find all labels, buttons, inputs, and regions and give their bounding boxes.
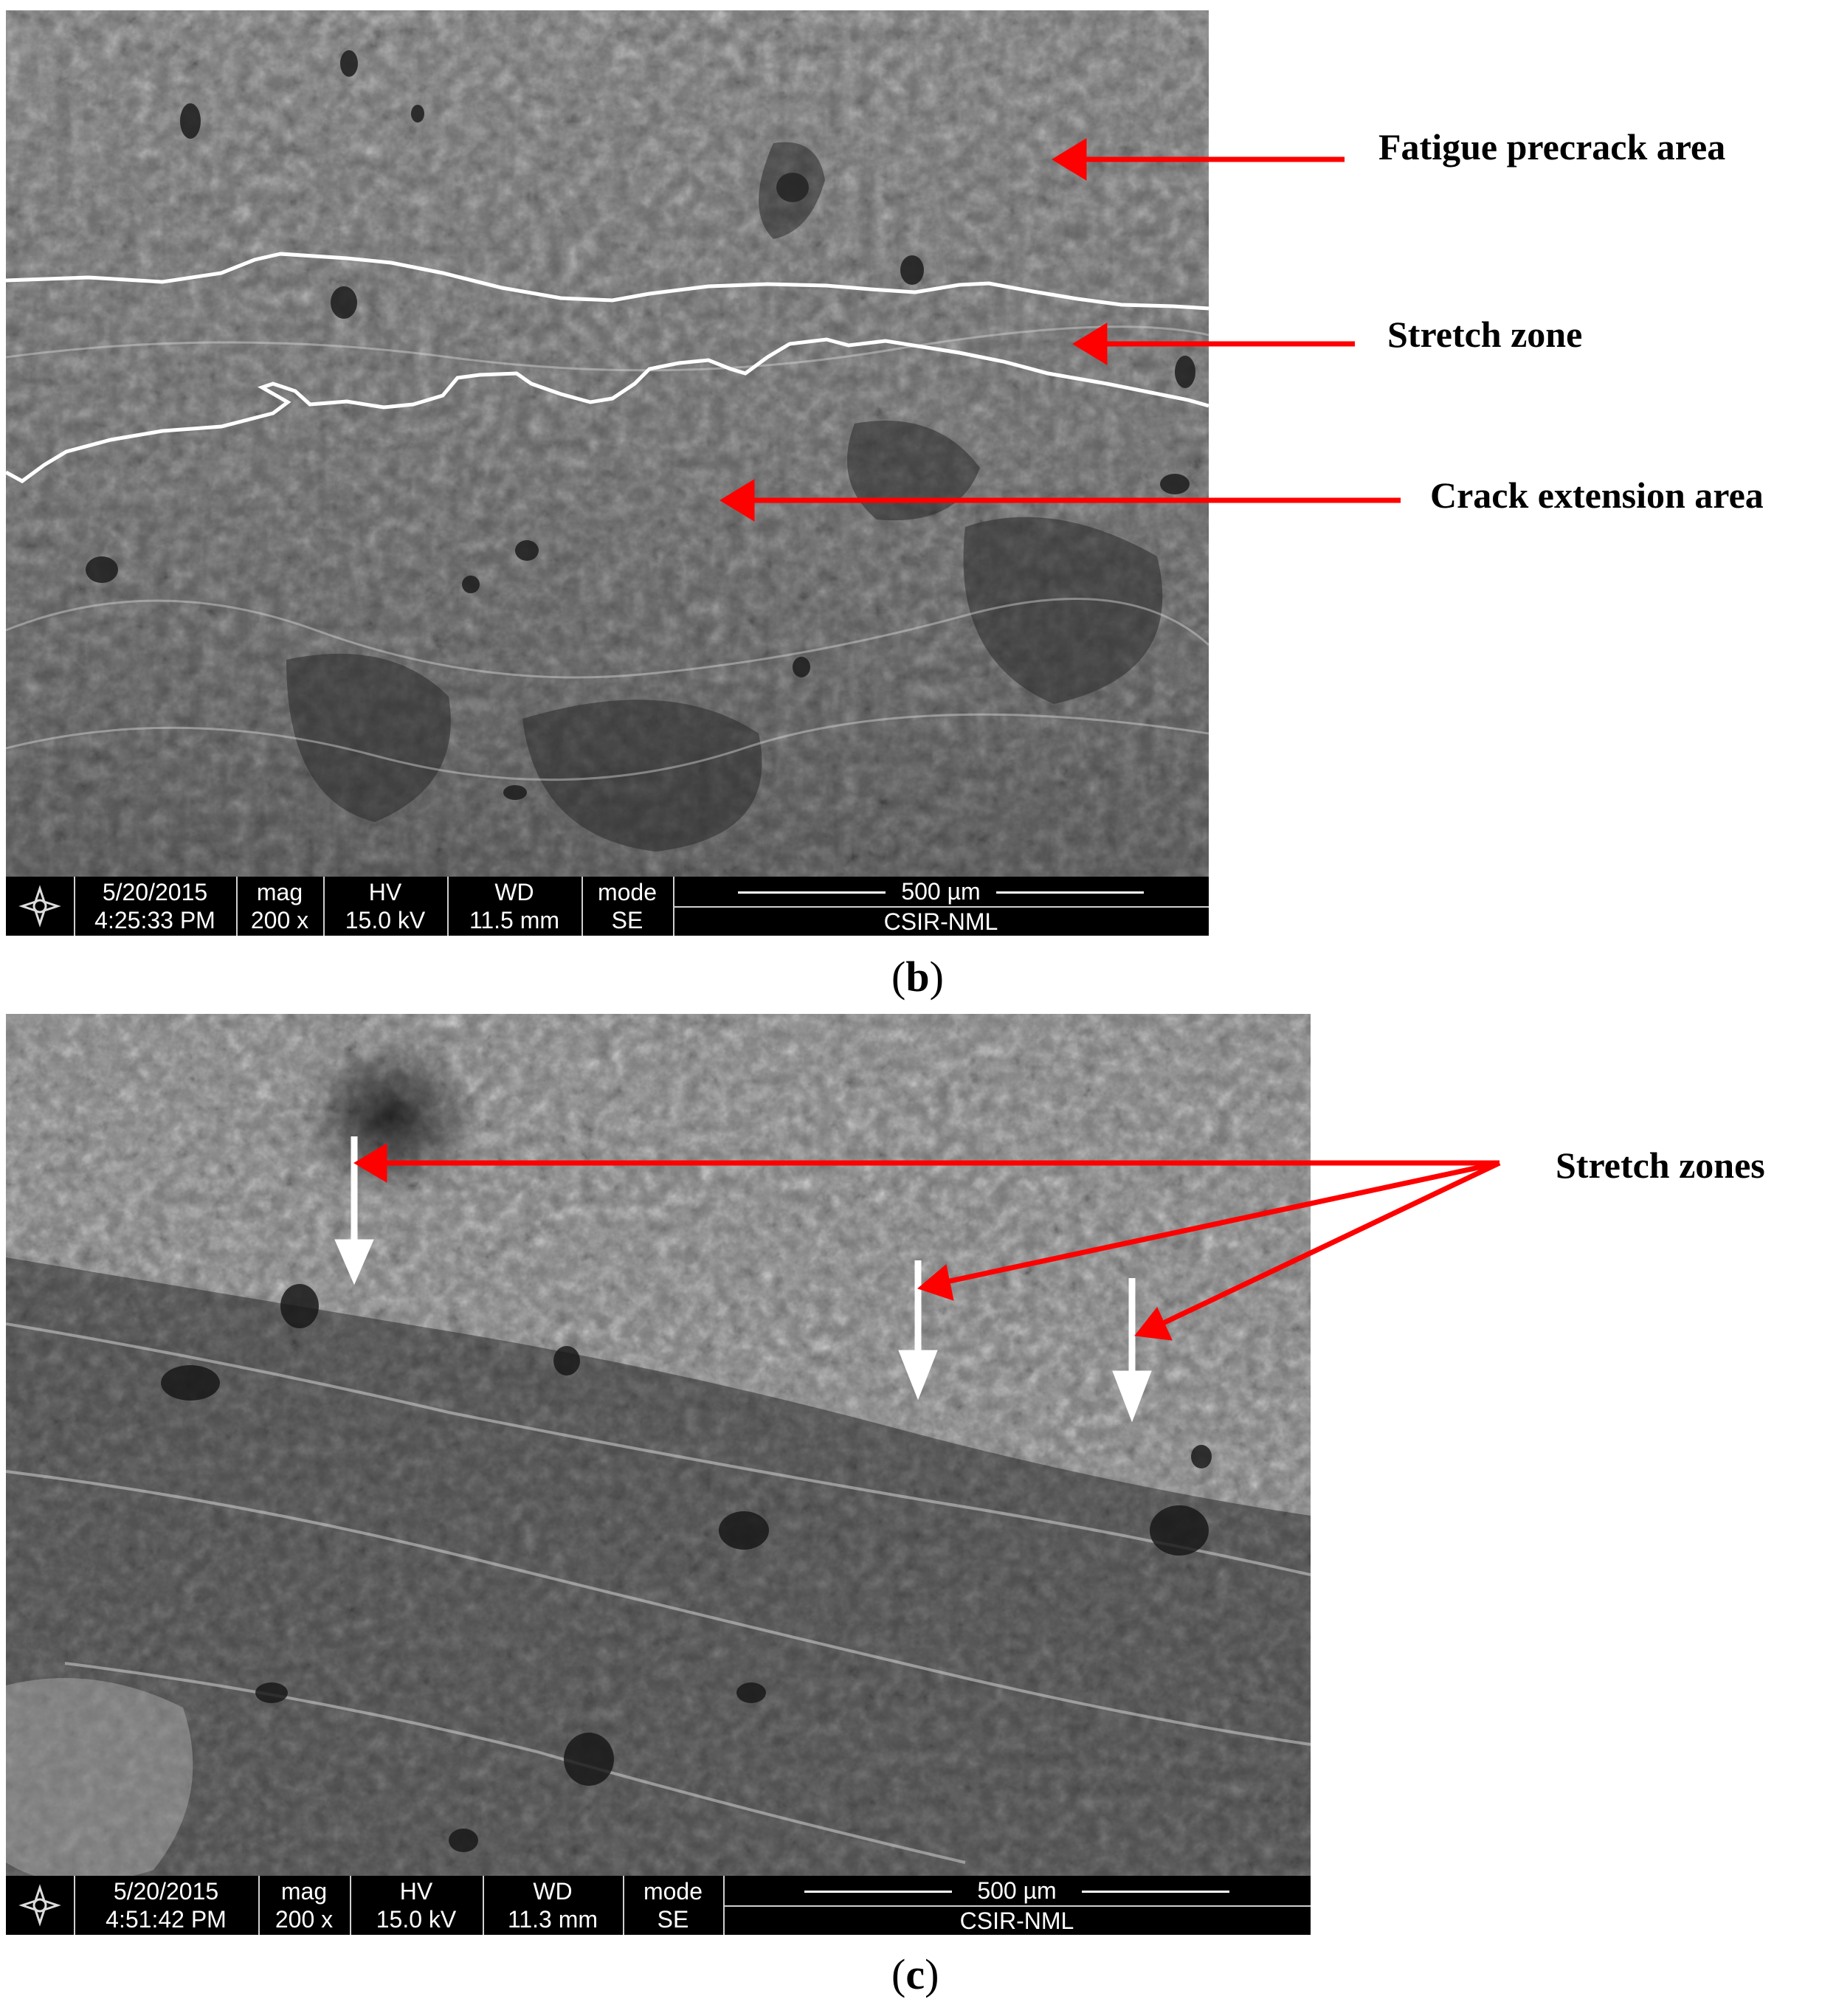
instrument-logo-icon — [18, 885, 61, 928]
hv-label: HV — [399, 1878, 433, 1905]
wd-label: WD — [533, 1878, 573, 1905]
wd-cell: WD 11.3 mm — [483, 1876, 624, 1935]
hv-label: HV — [368, 879, 402, 905]
mag-label: mag — [256, 879, 303, 905]
scale-bar-right — [996, 891, 1144, 894]
datetime-cell: 5/20/2015 4:25:33 PM — [74, 877, 238, 936]
sem-image-c: 5/20/2015 4:51:42 PM mag 200 x HV 15.0 k… — [6, 1014, 1311, 1935]
hv-cell: HV 15.0 kV — [323, 877, 449, 936]
mag-cell: mag 200 x — [258, 1876, 351, 1935]
wd-value: 11.3 mm — [507, 1906, 598, 1933]
logo-cell — [6, 877, 75, 936]
wd-value: 11.5 mm — [469, 907, 560, 933]
caption-c: (c) — [891, 1950, 939, 1998]
hv-value: 15.0 kV — [345, 907, 426, 933]
fracture-surface-texture-b — [6, 10, 1209, 936]
mag-cell: mag 200 x — [236, 877, 325, 936]
caption-b: (b) — [891, 953, 944, 1001]
label-fatigue-precrack: Fatigue precrack area — [1378, 126, 1726, 168]
caption-c-letter: c — [905, 1950, 925, 1998]
lab-name: CSIR-NML — [673, 906, 1209, 936]
mag-label: mag — [280, 1878, 328, 1905]
time-value: 4:51:42 PM — [106, 1906, 227, 1933]
sem-databar-b: 5/20/2015 4:25:33 PM mag 200 x HV 15.0 k… — [6, 877, 1209, 936]
hv-cell: HV 15.0 kV — [350, 1876, 484, 1935]
scale-value: 500 µm — [970, 1877, 1064, 1905]
time-value: 4:25:33 PM — [94, 907, 215, 933]
mode-label: mode — [597, 879, 658, 905]
scale-bar-left — [738, 891, 886, 894]
datetime-cell: 5/20/2015 4:51:42 PM — [74, 1876, 260, 1935]
label-stretch-zones: Stretch zones — [1556, 1145, 1765, 1186]
dark-spot — [301, 1036, 478, 1198]
mode-value: SE — [657, 1906, 689, 1933]
mode-cell: mode SE — [581, 877, 674, 936]
label-stretch-zone: Stretch zone — [1387, 314, 1583, 355]
lower-fracture-region — [6, 1257, 1311, 1935]
wd-label: WD — [494, 879, 534, 905]
lab-name: CSIR-NML — [723, 1905, 1311, 1935]
scale-value: 500 µm — [894, 877, 988, 905]
date-value: 5/20/2015 — [113, 1878, 219, 1905]
mag-value: 200 x — [275, 1906, 334, 1933]
fracture-surface-texture-c — [6, 1014, 1311, 1935]
date-value: 5/20/2015 — [102, 879, 208, 905]
label-crack-extension: Crack extension area — [1430, 474, 1764, 516]
wd-cell: WD 11.5 mm — [447, 877, 583, 936]
sem-image-b: 5/20/2015 4:25:33 PM mag 200 x HV 15.0 k… — [6, 10, 1209, 936]
instrument-logo-icon — [18, 1884, 61, 1927]
scale-cell: 500 µm CSIR-NML — [673, 877, 1209, 936]
caption-b-letter: b — [905, 953, 930, 1001]
mode-label: mode — [643, 1878, 703, 1905]
sem-databar-c: 5/20/2015 4:51:42 PM mag 200 x HV 15.0 k… — [6, 1876, 1311, 1935]
mag-value: 200 x — [250, 907, 309, 933]
scale-cell: 500 µm CSIR-NML — [723, 1876, 1311, 1935]
scale-bar-right — [1082, 1891, 1229, 1893]
mode-value: SE — [611, 907, 643, 933]
mode-cell: mode SE — [623, 1876, 725, 1935]
scale-bar-left — [804, 1891, 952, 1893]
logo-cell — [6, 1876, 75, 1935]
hv-value: 15.0 kV — [376, 1906, 457, 1933]
